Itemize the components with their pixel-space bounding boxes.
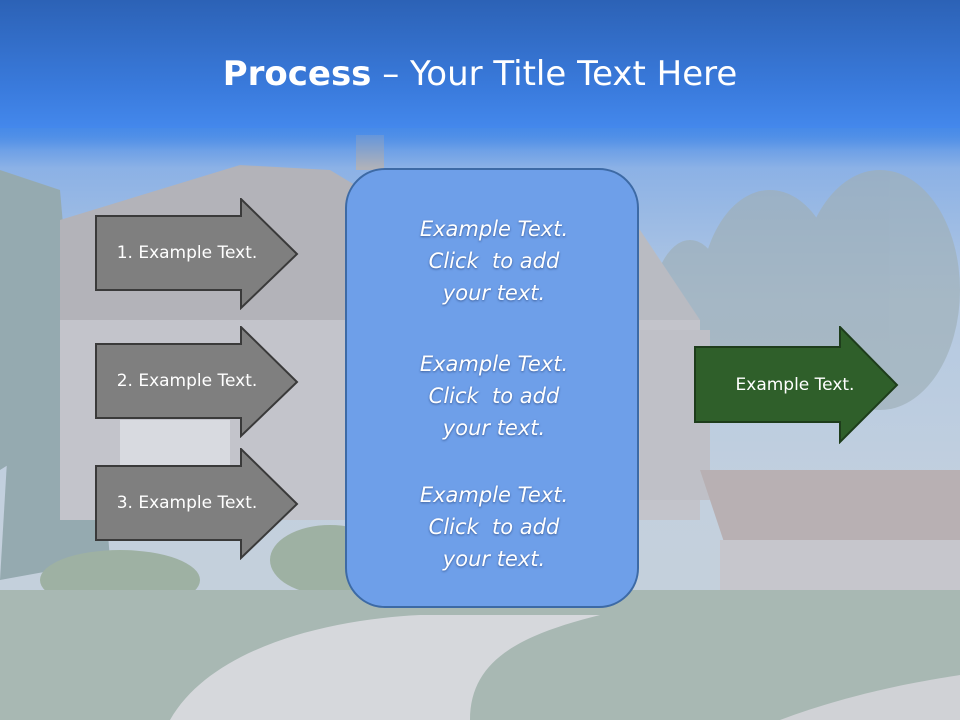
right-arrow[interactable]: Example Text. [694, 326, 900, 444]
left-arrow-2-shape [95, 326, 299, 438]
left-arrow-1-label: 1. Example Text. [116, 243, 258, 263]
left-arrow-2[interactable]: 2. Example Text. [95, 326, 299, 438]
left-arrow-3[interactable]: 3. Example Text. [95, 448, 299, 560]
text-block-3-line-3: your text. [442, 547, 546, 571]
text-block-2[interactable]: Example Text. Click to add your text. [347, 348, 641, 444]
center-text-panel[interactable]: Example Text. Click to add your text. Ex… [345, 168, 639, 608]
left-arrow-2-label: 2. Example Text. [116, 371, 258, 391]
slide-title[interactable]: Process – Your Title Text Here [0, 52, 960, 96]
text-block-3[interactable]: Example Text. Click to add your text. [347, 479, 641, 575]
title-band-fade [0, 128, 960, 168]
text-block-2-line-3: your text. [442, 416, 546, 440]
text-block-1-line-2: Click to add [428, 249, 560, 273]
text-block-3-line-2: Click to add [428, 515, 560, 539]
right-arrow-shape [694, 326, 899, 444]
text-block-3-line-1: Example Text. [419, 483, 569, 507]
text-block-1[interactable]: Example Text. Click to add your text. [347, 213, 641, 309]
left-arrow-3-label: 3. Example Text. [116, 493, 258, 513]
left-arrow-3-shape [95, 448, 299, 560]
left-arrow-1[interactable]: 1. Example Text. [95, 198, 299, 310]
slide-title-rest: – Your Title Text Here [371, 54, 738, 94]
text-block-2-line-2: Click to add [428, 384, 560, 408]
text-block-1-line-1: Example Text. [419, 217, 569, 241]
text-block-2-line-1: Example Text. [419, 352, 569, 376]
title-band [0, 0, 960, 128]
right-arrow-label: Example Text. [735, 374, 855, 395]
slide-title-bold: Process [222, 54, 372, 94]
text-block-1-line-3: your text. [442, 281, 546, 305]
left-arrow-1-shape [95, 198, 299, 310]
